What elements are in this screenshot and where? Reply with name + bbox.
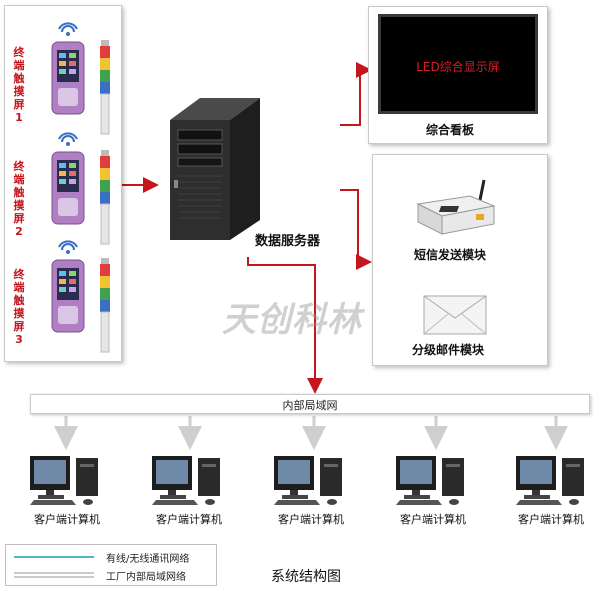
client-label: 客户端计算机 <box>34 513 100 526</box>
sms-label: 短信发送模块 <box>414 248 487 262</box>
client-computer-icon <box>274 456 342 505</box>
lan-label: 内部局域网 <box>282 399 338 412</box>
legend-lan-line <box>14 572 94 578</box>
arrow-server-to-lan <box>247 257 323 394</box>
arrow-server-to-modules <box>340 189 372 270</box>
terminal-3-signal-tower <box>100 258 110 353</box>
sms-module-icon <box>416 179 496 235</box>
terminal-1-signal-tower <box>100 40 110 135</box>
terminal-3-label: 终端触摸屏3 <box>13 268 25 346</box>
legend: 有线/无线通讯网络 工厂内部局域网络 <box>5 544 217 586</box>
client-computer-icon <box>516 456 584 505</box>
diagram-caption: 系统结构图 <box>271 569 341 585</box>
client-label: 客户端计算机 <box>278 513 344 526</box>
email-envelope-icon <box>423 295 487 335</box>
arrow-server-to-board <box>340 62 372 126</box>
email-label: 分级邮件模块 <box>412 343 485 357</box>
led-screen: LED综合显示屏 <box>378 14 538 114</box>
client-computer-icon <box>396 456 464 505</box>
lan-drops <box>54 416 568 450</box>
client-label: 客户端计算机 <box>400 513 466 526</box>
legend-wireless-text: 有线/无线通讯网络 <box>106 554 190 565</box>
server-tower-icon <box>170 98 260 240</box>
legend-wireless-line <box>14 556 94 558</box>
led-screen-text: LED综合显示屏 <box>416 60 500 74</box>
terminal-1-label: 终端触摸屏1 <box>13 46 25 124</box>
client-label: 客户端计算机 <box>156 513 222 526</box>
terminal-3-device <box>51 240 85 333</box>
client-computer-icon <box>152 456 220 505</box>
server-label: 数据服务器 <box>255 234 321 249</box>
client-label: 客户端计算机 <box>518 513 584 526</box>
terminal-2-device <box>51 132 85 225</box>
watermark: 天创科林 <box>222 300 362 340</box>
terminal-2-label: 终端触摸屏2 <box>13 160 25 238</box>
legend-lan-text: 工厂内部局域网络 <box>106 572 186 583</box>
terminal-2-signal-tower <box>100 150 110 245</box>
lan-bar: 内部局域网 <box>30 394 590 414</box>
board-label: 综合看板 <box>426 123 475 137</box>
terminal-1-device <box>51 22 85 115</box>
client-computer-icon <box>30 456 98 505</box>
